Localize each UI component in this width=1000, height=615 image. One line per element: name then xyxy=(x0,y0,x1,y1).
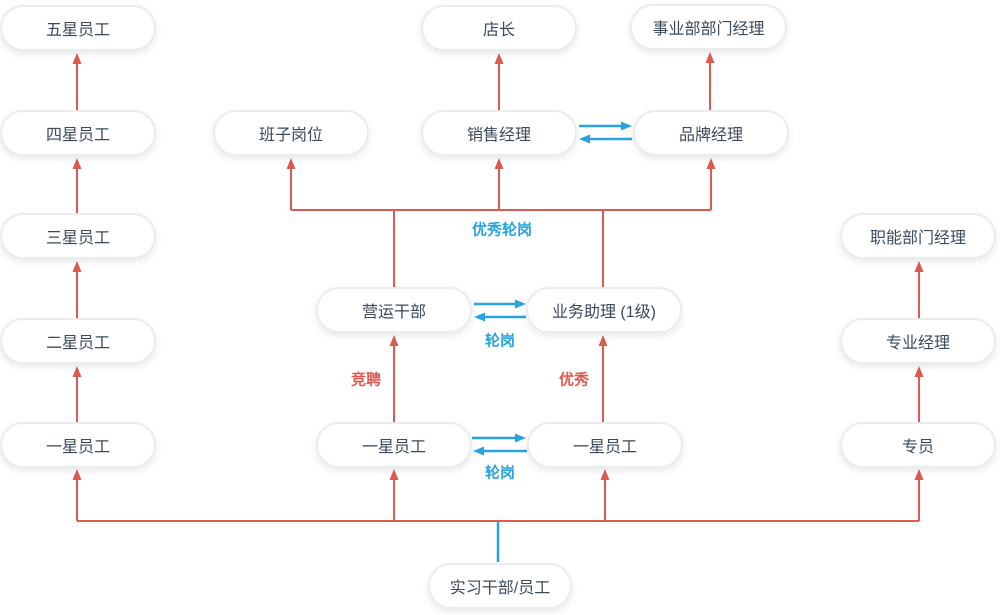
label-excellent: 优秀 xyxy=(558,371,590,389)
node-team-post: 班子岗位 xyxy=(213,110,369,156)
node-brand-manager: 品牌经理 xyxy=(633,110,789,156)
node-one-star-employee-mid-left: 一星员工 xyxy=(316,422,472,468)
node-one-star-employee-mid-right: 一星员工 xyxy=(527,422,683,468)
label-rotation-upper: 轮岗 xyxy=(484,332,516,350)
blue-arrows xyxy=(472,121,632,562)
node-store-manager: 店长 xyxy=(421,5,577,51)
red-arrows xyxy=(72,52,924,522)
node-functional-dept-manager: 职能部门经理 xyxy=(840,213,996,259)
node-professional-manager: 专业经理 xyxy=(840,318,996,364)
node-one-star-employee-left: 一星员工 xyxy=(0,422,156,468)
node-three-star-employee: 三星员工 xyxy=(0,213,156,259)
node-intern-cadre-employee: 实习干部/员工 xyxy=(428,563,572,609)
node-sales-manager: 销售经理 xyxy=(421,110,577,156)
node-five-star-employee: 五星员工 xyxy=(0,5,156,51)
node-division-dept-manager: 事业部部门经理 xyxy=(630,4,787,50)
node-four-star-employee: 四星员工 xyxy=(0,110,156,156)
label-rotation-lower: 轮岗 xyxy=(484,464,516,482)
node-operations-cadre: 营运干部 xyxy=(316,287,472,333)
node-business-assistant-l1: 业务助理 (1级) xyxy=(526,287,682,333)
node-two-star-employee: 二星员工 xyxy=(0,318,156,364)
node-specialist: 专员 xyxy=(840,422,996,468)
label-compete: 竞聘 xyxy=(350,371,382,389)
label-excellent-rotation: 优秀轮岗 xyxy=(471,221,533,239)
